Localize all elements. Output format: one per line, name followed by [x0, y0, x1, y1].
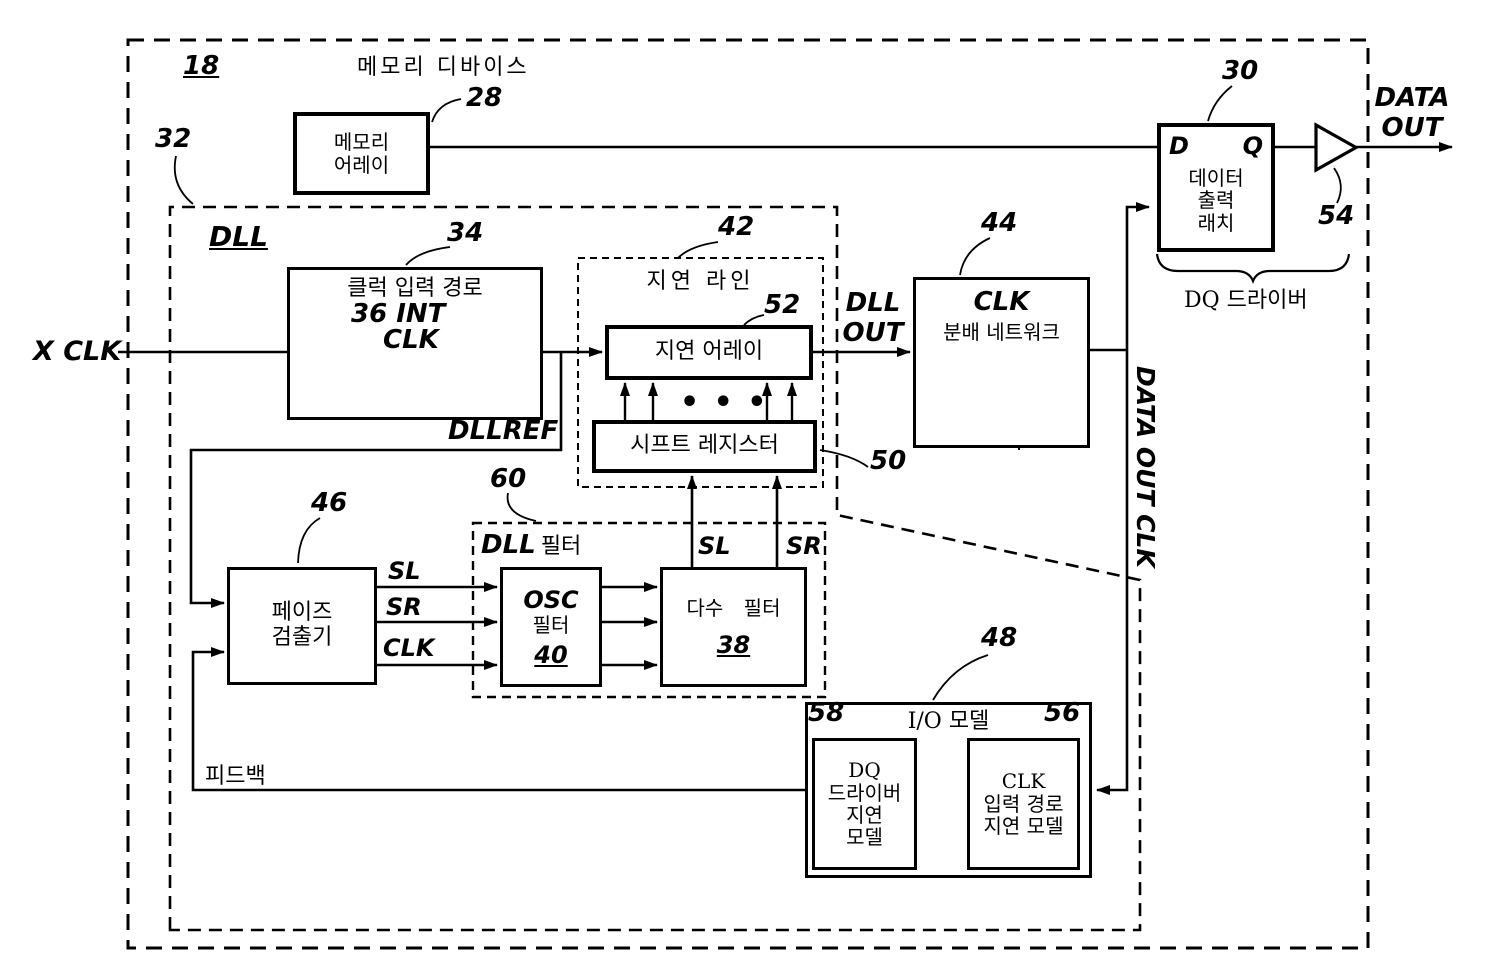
leader-46 [297, 517, 321, 564]
dq-driver-delay-model-box: DQ 드라이버 지연 모델 [812, 738, 917, 870]
clk-distribution-clk-label: CLK [973, 287, 1030, 317]
pd-sl-label: SL [388, 557, 421, 585]
osc-filter-osc-label: OSC [523, 585, 579, 614]
delay-array-box: 지연 어레이 [605, 325, 813, 380]
latch-q-port: Q [1242, 132, 1263, 160]
ref-36: 36 [351, 299, 388, 329]
clk-distribution-label: 분배 네트워크 [943, 319, 1060, 344]
ref-54: 54 [1318, 201, 1355, 231]
dll-filter-label-kr: 필터 [540, 534, 582, 559]
output-buffer-triangle-icon [1314, 122, 1360, 173]
leader-42 [677, 241, 719, 259]
ref-48: 48 [981, 623, 1018, 653]
int-clk-label-line1: 36 INT [351, 299, 446, 330]
clk-delay-label-line1: CLK [1001, 769, 1046, 794]
ref-18: 18 [183, 51, 220, 81]
leader-44 [959, 237, 991, 276]
leader-52 [743, 314, 765, 326]
clk-delay-label-line2: 입력 경로 [983, 791, 1064, 816]
ref-28: 28 [466, 83, 503, 113]
io-model-title: I/O 모델 [907, 709, 990, 734]
osc-filter-ref: 40 [534, 641, 568, 670]
ref-56: 56 [1044, 698, 1081, 728]
leader-34 [405, 246, 451, 266]
int-label: INT [396, 299, 446, 329]
dll-region-label: DLL [209, 220, 268, 253]
data-out-label: DATA OUT [1366, 83, 1458, 144]
int-clk-label-line2: CLK [383, 325, 439, 355]
leader-54 [1333, 167, 1342, 204]
delay-array-label: 지연 어레이 [654, 339, 764, 365]
data-out-line1: DATA [1374, 83, 1450, 113]
clk-delay-label-line3: 지연 모델 [983, 814, 1064, 839]
dllref-label: DLLREF [448, 416, 559, 446]
memory-array-label-line1: 메모리 [333, 130, 390, 155]
osc-filter-box: OSC 필터 40 [500, 567, 602, 687]
pd-clk-label: CLK [383, 634, 435, 662]
data-out-clk-label: DATA OUT CLK [1131, 366, 1160, 568]
ref-60: 60 [490, 464, 527, 494]
leader-60 [506, 492, 537, 522]
dq-driver-label: DQ 드라이버 [1184, 288, 1308, 313]
leader-32 [173, 155, 194, 205]
ref-58: 58 [808, 698, 845, 728]
ref-34: 34 [447, 218, 484, 248]
osc-filter-kr-label: 필터 [532, 613, 570, 638]
memory-array-label-line2: 어레이 [333, 152, 390, 177]
dll-out-line1: DLL [845, 288, 901, 318]
data-out-clk-up-line [1090, 207, 1149, 352]
feedback-label: 피드백 [205, 764, 266, 789]
majority-filter-label: 다수 필터 [686, 595, 781, 620]
data-out-clk-down-line [1096, 350, 1129, 795]
xclk-label: X CLK [33, 336, 122, 367]
shift-register-box: 시프트 레지스터 [592, 420, 817, 473]
leader-50 [819, 449, 869, 468]
dq-delay-label-line1: DQ [848, 758, 881, 783]
dll-filter-label: DLL 필터 [481, 528, 581, 561]
data-output-latch-box: D Q 데이터 출력 래치 [1157, 123, 1275, 252]
dll-out-label: DLL OUT [838, 288, 908, 349]
clk-input-delay-model-box: CLK 입력 경로 지연 모델 [967, 738, 1080, 870]
pd-sr-label: SR [386, 593, 422, 621]
clk-distribution-box: CLK 분배 네트워크 [913, 277, 1090, 448]
dq-delay-label-line4: 모델 [846, 825, 883, 850]
dq-delay-label-line2: 드라이버 [827, 780, 902, 805]
delay-line-title: 지연 라인 [646, 269, 755, 294]
clock-input-path-title: 클럭 입력 경로 [347, 276, 483, 301]
ref-52: 52 [764, 290, 801, 320]
memory-array-box: 메모리 어레이 [293, 112, 430, 195]
ref-30: 30 [1222, 56, 1259, 86]
data-out-line2: OUT [1381, 112, 1443, 143]
ref-46: 46 [311, 488, 348, 518]
ref-44: 44 [981, 208, 1018, 238]
ellipsis-dots: • • • [680, 385, 769, 420]
shift-register-label: 시프트 레지스터 [630, 433, 779, 459]
ref-32: 32 [155, 124, 192, 154]
majority-filter-ref: 38 [716, 631, 751, 660]
leader-28 [431, 98, 462, 123]
latch-label-line1: 데이터 [1188, 166, 1244, 190]
filter-sr-label: SR [786, 532, 822, 560]
filter-sl-label: SL [698, 532, 731, 560]
latch-label-line3: 래치 [1197, 210, 1235, 235]
dll-out-line2: OUT [842, 317, 904, 348]
device-title: 메모리 디바이스 [357, 55, 530, 80]
phase-detector-label-line1: 페이즈 [271, 600, 333, 626]
ref-42: 42 [718, 212, 755, 242]
dq-driver-brace-icon [1155, 253, 1351, 284]
latch-label-line2: 출력 [1197, 188, 1235, 213]
dll-filter-label-en: DLL [481, 530, 536, 560]
dq-delay-label-line3: 지연 [846, 803, 883, 827]
majority-filter-box: 다수 필터 38 [660, 567, 807, 687]
ref-50: 50 [870, 446, 907, 476]
phase-detector-box: 페이즈 검출기 [227, 567, 377, 685]
phase-detector-label-line2: 검출기 [271, 625, 333, 650]
clock-input-path-box: 클럭 입력 경로 [287, 267, 543, 420]
leader-30 [1207, 85, 1233, 122]
leader-48 [932, 654, 989, 701]
latch-d-port: D [1169, 132, 1189, 160]
